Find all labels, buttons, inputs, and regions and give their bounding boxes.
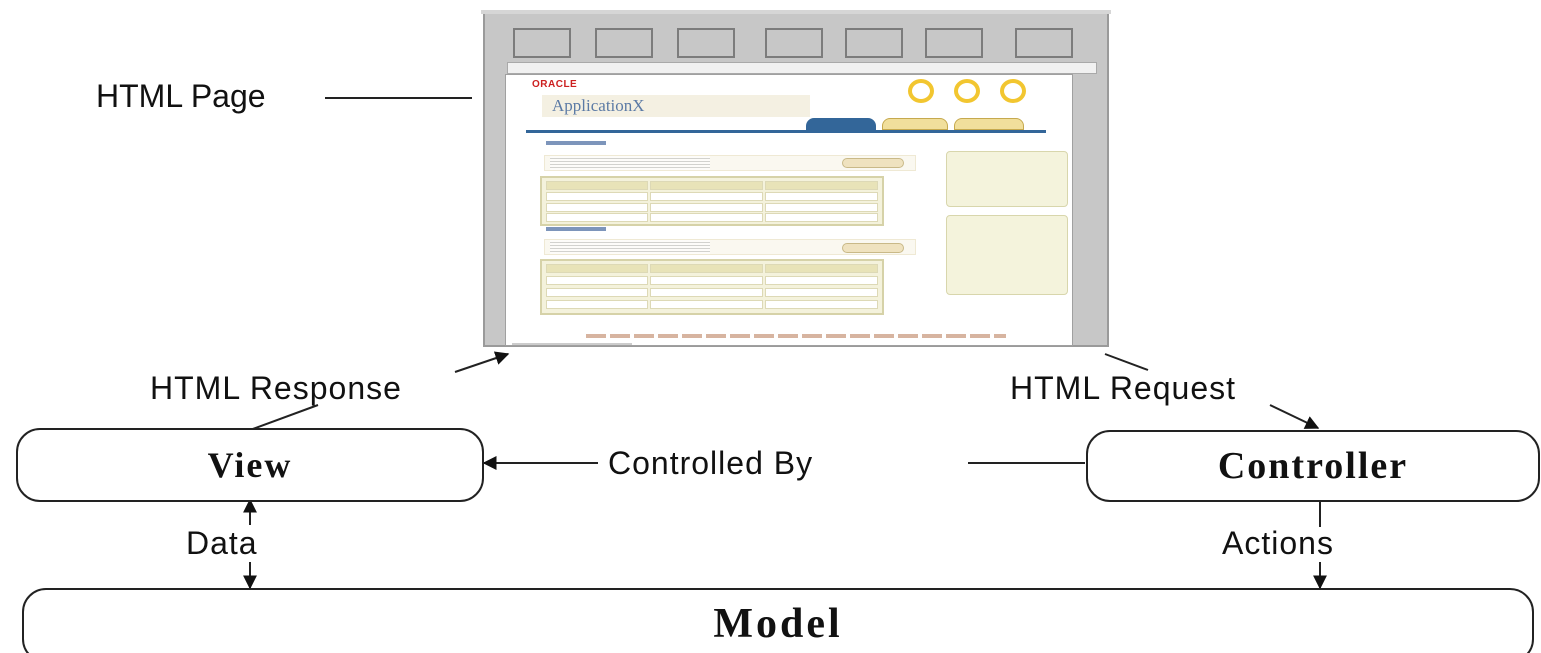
browser-window-illustration: ORACLE ApplicationX xyxy=(481,10,1111,347)
toolbar-button xyxy=(595,28,653,58)
html-page-label: HTML Page xyxy=(96,78,266,114)
mock-button xyxy=(842,158,904,168)
global-icon xyxy=(1000,79,1026,103)
mock-footer-links xyxy=(586,334,1006,338)
controller-box-label: Controller xyxy=(1217,445,1409,487)
mock-side-panel xyxy=(946,151,1068,207)
app-title: ApplicationX xyxy=(542,95,810,117)
mock-table-header xyxy=(546,264,878,273)
toolbar-button xyxy=(845,28,903,58)
controlled-by-label: Controlled By xyxy=(608,445,814,481)
view-box-label: View xyxy=(207,445,293,485)
global-icon xyxy=(908,79,934,103)
toolbar-button xyxy=(765,28,823,58)
address-bar xyxy=(507,62,1097,74)
html-response-label: HTML Response xyxy=(150,370,402,406)
mock-table xyxy=(540,259,884,315)
mock-section-title xyxy=(546,141,606,145)
toolbar-button xyxy=(1015,28,1073,58)
controller-box: Controller xyxy=(1086,430,1540,502)
mock-description-text xyxy=(550,240,710,254)
mock-tab xyxy=(882,118,948,130)
oracle-logo: ORACLE xyxy=(532,79,578,90)
mock-side-panel xyxy=(946,215,1068,295)
toolbar-button xyxy=(513,28,571,58)
view-box: View xyxy=(16,428,484,502)
model-box-label: Model xyxy=(713,601,843,647)
mock-table-row xyxy=(546,288,878,297)
mock-copyright xyxy=(512,343,632,345)
mock-table-row xyxy=(546,300,878,309)
toolbar-button xyxy=(677,28,735,58)
actions-label: Actions xyxy=(1222,525,1334,561)
mock-tab-bar xyxy=(526,130,1046,133)
mock-table xyxy=(540,176,884,226)
mock-table-row xyxy=(546,192,878,201)
toolbar-button xyxy=(925,28,983,58)
mock-section-title xyxy=(546,227,606,231)
browser-viewport: ORACLE ApplicationX xyxy=(505,74,1073,346)
html-request-label: HTML Request xyxy=(1010,370,1236,406)
global-icon xyxy=(954,79,980,103)
browser-top-edge xyxy=(481,10,1111,14)
html-response-line-lower xyxy=(249,404,319,431)
model-box: Model xyxy=(22,588,1534,653)
mock-tab-active xyxy=(806,118,876,130)
mock-table-row xyxy=(546,203,878,212)
mock-table-header xyxy=(546,181,878,190)
mock-description-text xyxy=(550,156,710,170)
data-label: Data xyxy=(186,525,258,561)
mock-table-row xyxy=(546,276,878,285)
mock-tab xyxy=(954,118,1024,130)
html-response-arrow xyxy=(454,351,510,373)
html-request-arrow xyxy=(1269,404,1320,429)
html-request-line-upper xyxy=(1104,353,1149,371)
mock-table-row xyxy=(546,213,878,222)
mock-button xyxy=(842,243,904,253)
